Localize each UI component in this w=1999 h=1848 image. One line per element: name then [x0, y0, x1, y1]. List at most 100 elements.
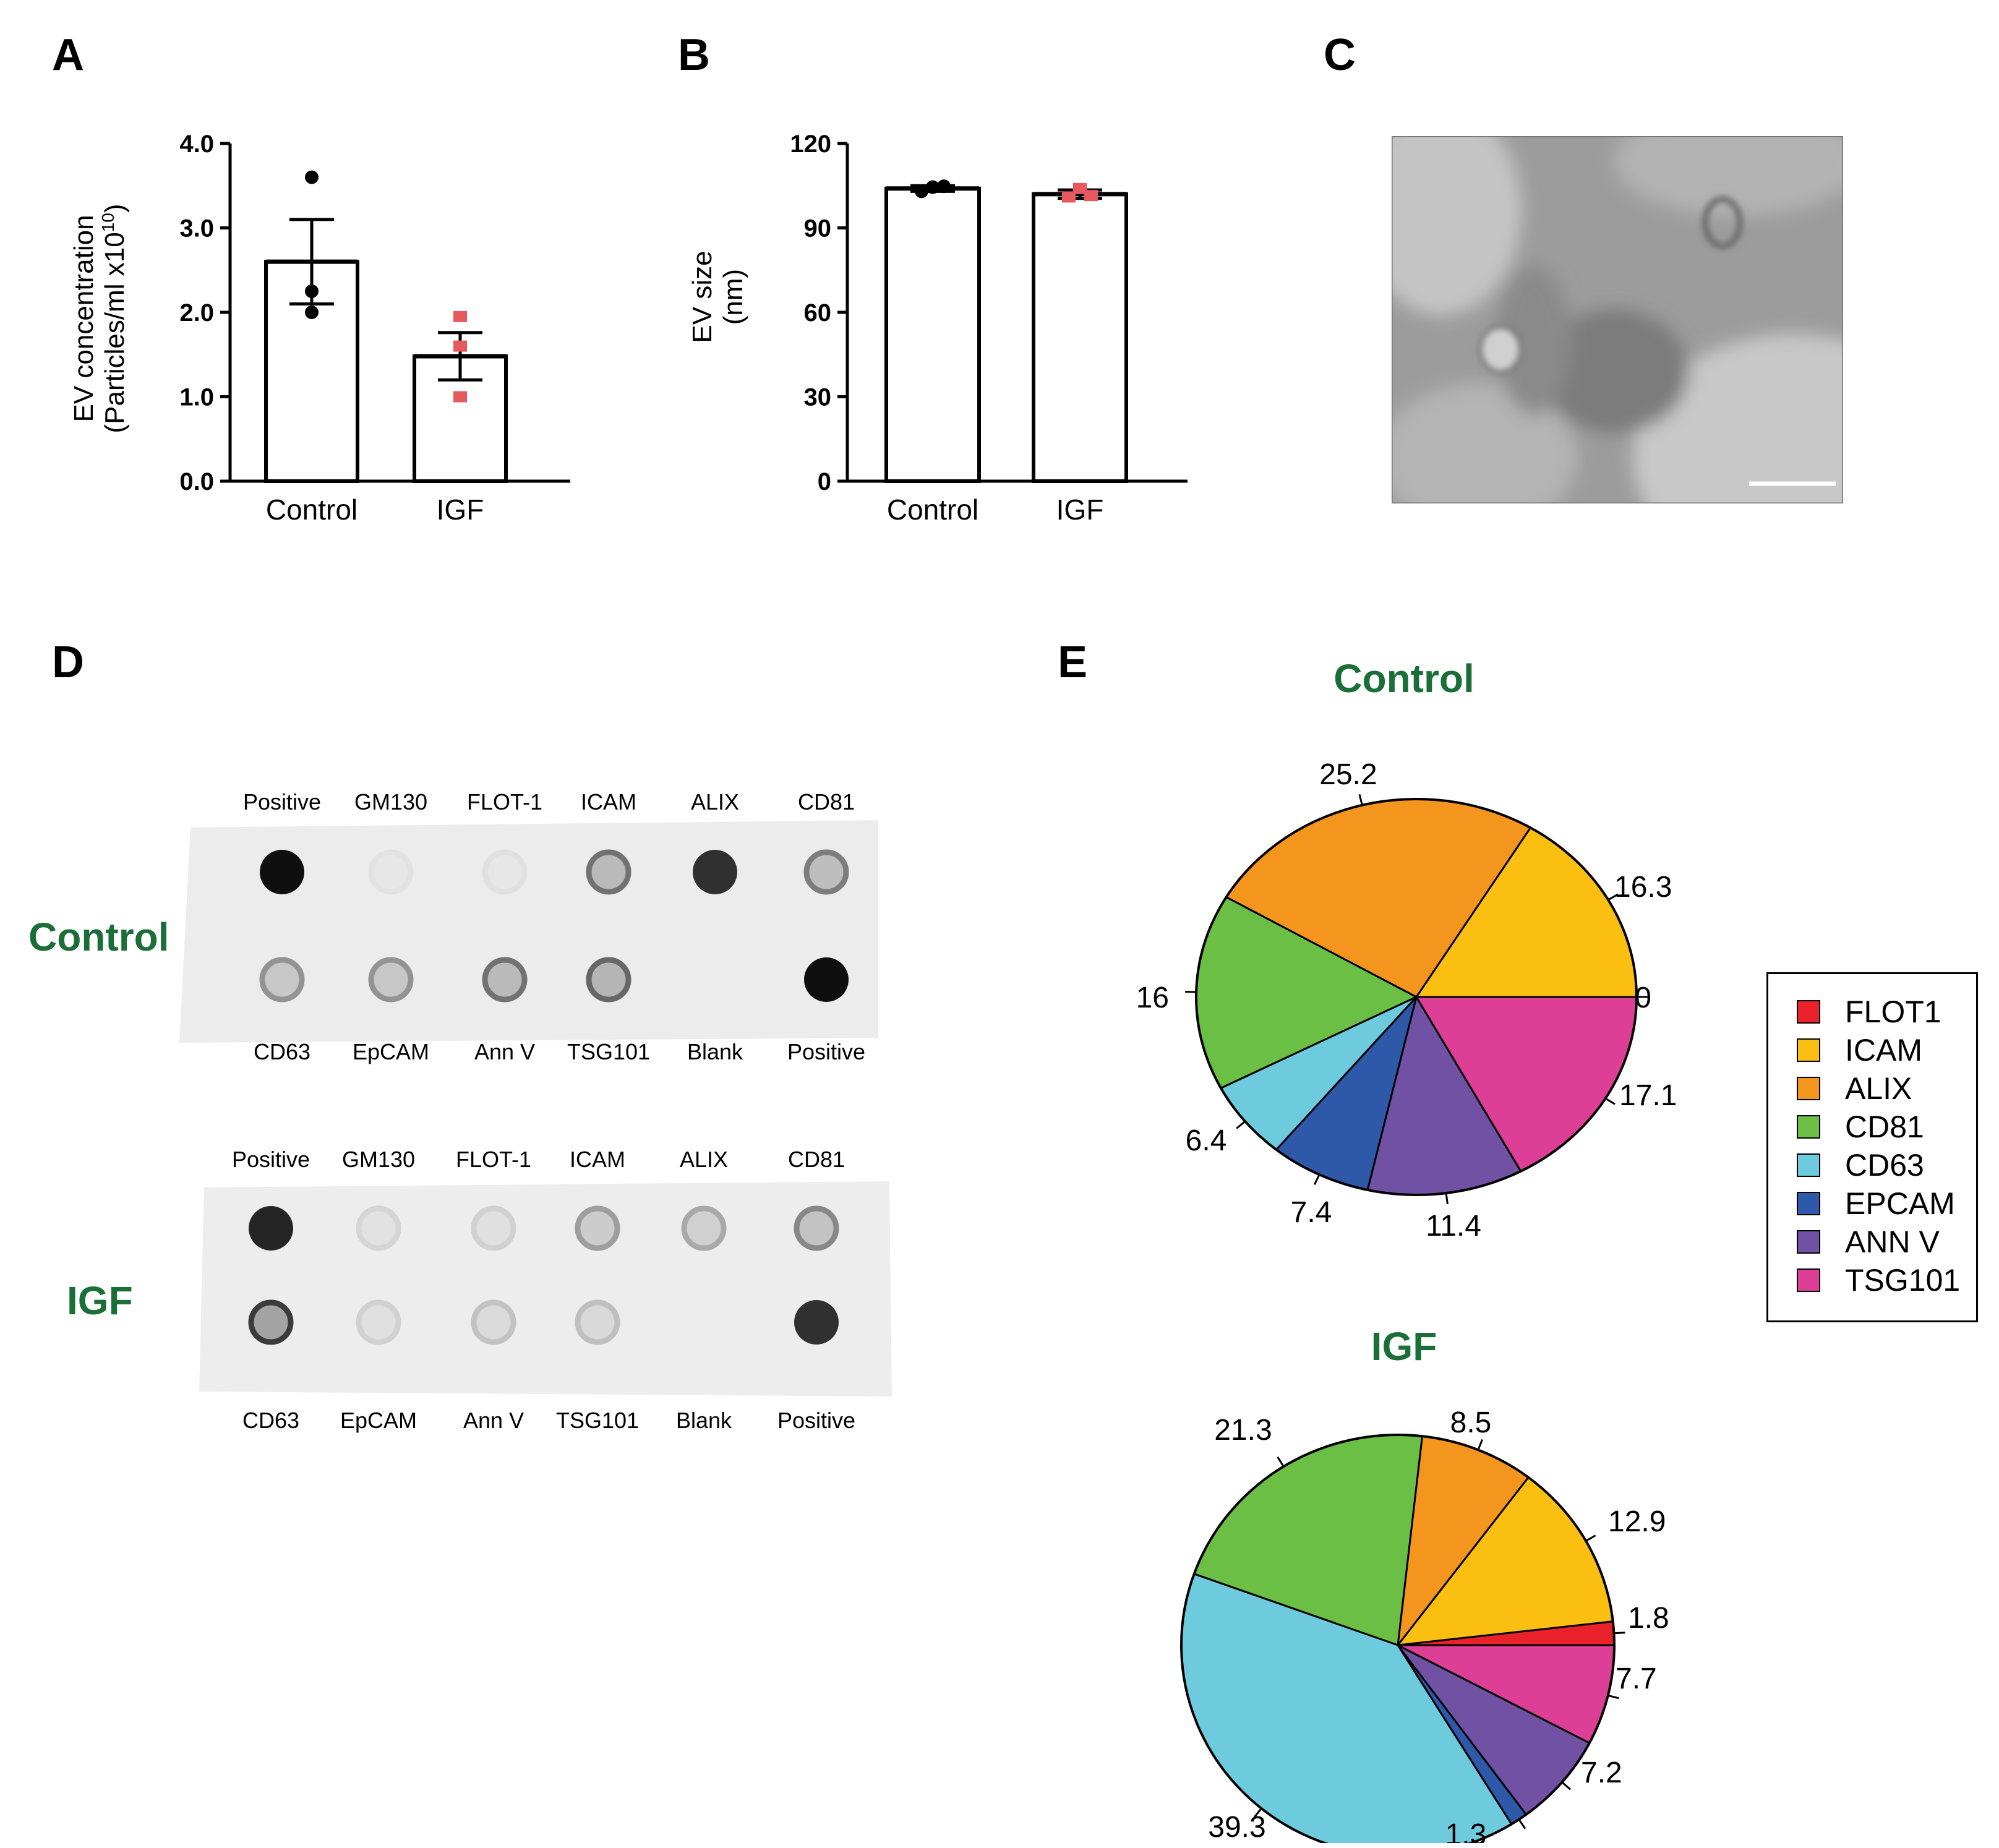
legend-item: FLOT1	[1768, 993, 1941, 1031]
chart-b-ylabel-units: (nm)	[718, 269, 748, 325]
blot-dot	[368, 849, 414, 895]
chart-b-bar	[1032, 192, 1128, 483]
panel-letter-b: B	[678, 30, 710, 80]
pie-label-tick	[1477, 1439, 1483, 1450]
legend-swatch	[1797, 1077, 1820, 1100]
blot-dot	[693, 850, 737, 894]
chart-a-ytick-label: 2.0	[179, 299, 214, 327]
legend-swatch	[1797, 1268, 1820, 1292]
pie-outline	[1195, 798, 1638, 1196]
chart-a-ylabel: EV concentration	[69, 215, 99, 422]
legend-swatch	[1797, 1192, 1820, 1215]
pie-label: 17.1	[1619, 1079, 1677, 1112]
pie-igf-title: IGF	[1371, 1324, 1437, 1369]
blot-label: CD63	[253, 1039, 311, 1064]
blot-dot	[575, 1299, 620, 1345]
legend-item: CD81	[1768, 1108, 1924, 1146]
legend-item: TSG101	[1768, 1261, 1960, 1299]
pie-label-tick	[1561, 1781, 1572, 1790]
pie-label: 7.4	[1291, 1196, 1332, 1229]
pie-label: 25.2	[1319, 758, 1377, 791]
blot-dot	[356, 1299, 401, 1345]
pie-label: 21.3	[1214, 1414, 1272, 1447]
pie-label-tick	[1313, 1174, 1321, 1186]
blot-dot	[471, 1299, 516, 1345]
chart-b-ytick-label: 0	[818, 468, 831, 495]
blot-label: CD81	[797, 789, 855, 815]
blot-label: CD81	[787, 1147, 845, 1172]
panel-letter-e: E	[1058, 638, 1088, 687]
pie-label-tick	[1236, 1121, 1246, 1129]
pie-label-tick	[1604, 1097, 1616, 1105]
blot-dot	[368, 957, 414, 1003]
chart-b-ytick-label: 30	[804, 384, 832, 411]
chart-b-bar	[884, 186, 981, 483]
blot-dot	[794, 1205, 839, 1251]
blot-dot	[804, 957, 849, 1002]
legend-item: ANN V	[1768, 1223, 1940, 1261]
blot-dot	[356, 1205, 401, 1251]
blot-label: EpCAM	[340, 1408, 417, 1433]
blot-label: ICAM	[570, 1147, 625, 1172]
legend-label: ANN V	[1845, 1225, 1940, 1259]
blot-label: FLOT-1	[455, 1147, 532, 1172]
chart-a-point-control	[305, 306, 319, 319]
pie-label-tick	[1277, 1457, 1285, 1468]
chart-b-point-igf	[1062, 191, 1076, 203]
pie-outline	[1180, 1434, 1616, 1843]
pie-label-tick	[1358, 794, 1363, 806]
panel-letter-c: C	[1324, 30, 1356, 80]
pie-label: 39.3	[1208, 1811, 1265, 1843]
pie-control-title: Control	[1333, 656, 1475, 701]
chart-a-ytick-label: 4.0	[179, 130, 214, 158]
blot-label: Blank	[675, 1408, 732, 1433]
blot-label: ALIX	[679, 1147, 729, 1172]
panel-letter-d: D	[52, 638, 84, 687]
pie-label: 6.4	[1186, 1124, 1227, 1157]
pie-label-tick	[1585, 1534, 1596, 1542]
legend-item: ICAM	[1768, 1031, 1922, 1069]
blot-label: Positive	[787, 1039, 866, 1064]
blot-igf-label: IGF	[67, 1278, 133, 1323]
legend-swatch	[1797, 1115, 1820, 1139]
blot-label: GM130	[354, 789, 428, 815]
chart-a-point-control	[305, 170, 319, 184]
tem-micrograph	[1392, 136, 1843, 503]
blot-label: ALIX	[690, 789, 740, 815]
legend-label: TSG101	[1845, 1263, 1961, 1298]
blot-label: Ann V	[474, 1039, 536, 1064]
blot-label: Ann V	[463, 1408, 524, 1433]
chart-a-ylabel-units: (Particles/ml x1010)	[98, 204, 130, 434]
legend-item: ALIX	[1768, 1069, 1912, 1108]
chart-a-ytick-label: 3.0	[179, 215, 214, 242]
chart-b-point-control	[937, 179, 951, 194]
pie-label-tick	[1607, 1694, 1619, 1700]
blot-label: EpCAM	[352, 1039, 430, 1064]
panel-letter-a: A	[52, 30, 84, 80]
legend-swatch	[1797, 1038, 1820, 1062]
legend-swatch	[1797, 1000, 1820, 1024]
blot-label: ICAM	[581, 789, 636, 815]
chart-b-xtick-label: IGF	[1056, 494, 1104, 526]
chart-a-point-igf	[453, 391, 467, 403]
pie-label-tick	[1518, 1818, 1526, 1829]
blot-dot	[249, 1206, 293, 1251]
blot-dot	[471, 1205, 516, 1251]
chart-a-xtick-label: Control	[266, 494, 357, 526]
chart-b-ytick-label: 60	[804, 299, 832, 327]
legend-item: EPCAM	[1768, 1184, 1955, 1223]
chart-a-bar	[413, 354, 508, 483]
chart-b-ylabel: EV size	[687, 250, 717, 343]
chart-a-point-igf	[453, 310, 467, 322]
blot-dot	[575, 1205, 620, 1251]
blot-label: Blank	[687, 1039, 743, 1064]
blot-control-label: Control	[28, 915, 169, 959]
legend-label: ALIX	[1845, 1071, 1912, 1106]
blot-dot	[586, 957, 631, 1003]
blot-dot	[482, 957, 528, 1003]
chart-b-ytick-label: 120	[790, 130, 831, 158]
legend-label: FLOT1	[1845, 995, 1941, 1029]
